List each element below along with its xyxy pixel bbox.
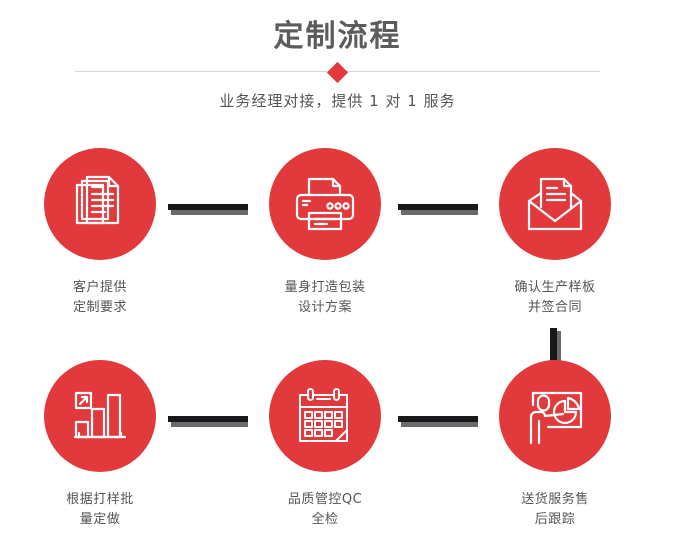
step-1-caption-line1: 客户提供	[72, 280, 127, 295]
step-2-caption-line1: 量身打造包装	[284, 280, 366, 295]
step-3-caption-line2: 并签合同	[527, 300, 582, 315]
connector-shadow	[171, 210, 248, 215]
step-3-caption-line1: 确认生产样板	[514, 280, 596, 295]
connector-bar	[550, 328, 557, 368]
step-1[interactable]: 客户提供 定制要求	[0, 148, 200, 318]
connector-step1-step2	[168, 204, 248, 215]
step-6-caption: 送货服务售 后跟踪	[455, 490, 655, 530]
step-6-caption-line2: 后跟踪	[534, 512, 576, 527]
step-5-circle	[269, 360, 381, 472]
page-subtitle: 业务经理对接，提供 1 对 1 服务	[219, 92, 456, 110]
connector-bar	[398, 204, 478, 210]
step-5-caption-line1: 品质管控QC	[287, 492, 363, 507]
step-3[interactable]: 确认生产样板 并签合同	[455, 148, 655, 318]
step-6-circle	[499, 360, 611, 472]
step-2-circle	[269, 148, 381, 260]
calendar-icon	[296, 387, 354, 445]
step-4-caption: 根据打样批 量定做	[0, 490, 200, 530]
connector-shadow	[557, 331, 561, 368]
step-1-caption: 客户提供 定制要求	[0, 278, 200, 318]
step-2-caption: 量身打造包装 设计方案	[225, 278, 425, 318]
envelope-document-icon	[524, 173, 586, 235]
step-5[interactable]: 品质管控QC 全检	[225, 360, 425, 530]
page-title: 定制流程	[273, 19, 402, 54]
header: 定制流程 业务经理对接，提供 1 对 1 服务	[0, 0, 675, 120]
step-2-caption-line2: 设计方案	[297, 300, 352, 315]
connector-step3-step6	[550, 328, 561, 368]
bar-chart-growth-icon	[71, 387, 129, 445]
connector-shadow	[401, 210, 478, 215]
step-3-caption: 确认生产样板 并签合同	[455, 278, 655, 318]
connector-bar	[168, 416, 248, 422]
presentation-person-pie-chart-icon	[525, 387, 585, 445]
diamond-icon	[326, 61, 349, 83]
step-5-caption: 品质管控QC 全检	[225, 490, 425, 530]
step-6-caption-line1: 送货服务售	[521, 492, 589, 507]
connector-shadow	[401, 422, 478, 427]
header-divider	[75, 61, 600, 83]
step-4[interactable]: 根据打样批 量定做	[0, 360, 200, 530]
connector-step5-step6	[398, 416, 478, 427]
connector-step4-step5	[168, 416, 248, 427]
step-2[interactable]: 量身打造包装 设计方案	[225, 148, 425, 318]
step-6[interactable]: 送货服务售 后跟踪	[455, 360, 655, 530]
documents-stack-icon	[69, 173, 131, 235]
step-5-caption-line2: 全检	[311, 512, 339, 527]
connector-bar	[398, 416, 478, 422]
connector-bar	[168, 204, 248, 210]
step-4-caption-line1: 根据打样批	[66, 492, 134, 507]
printer-icon	[294, 173, 356, 235]
connector-shadow	[171, 422, 248, 427]
connector-step2-step3	[398, 204, 478, 215]
steps-grid: 客户提供 定制要求	[0, 148, 675, 550]
step-3-circle	[499, 148, 611, 260]
step-4-circle	[44, 360, 156, 472]
step-1-caption-line2: 定制要求	[72, 300, 127, 315]
step-4-caption-line2: 量定做	[79, 512, 121, 527]
step-1-circle	[44, 148, 156, 260]
